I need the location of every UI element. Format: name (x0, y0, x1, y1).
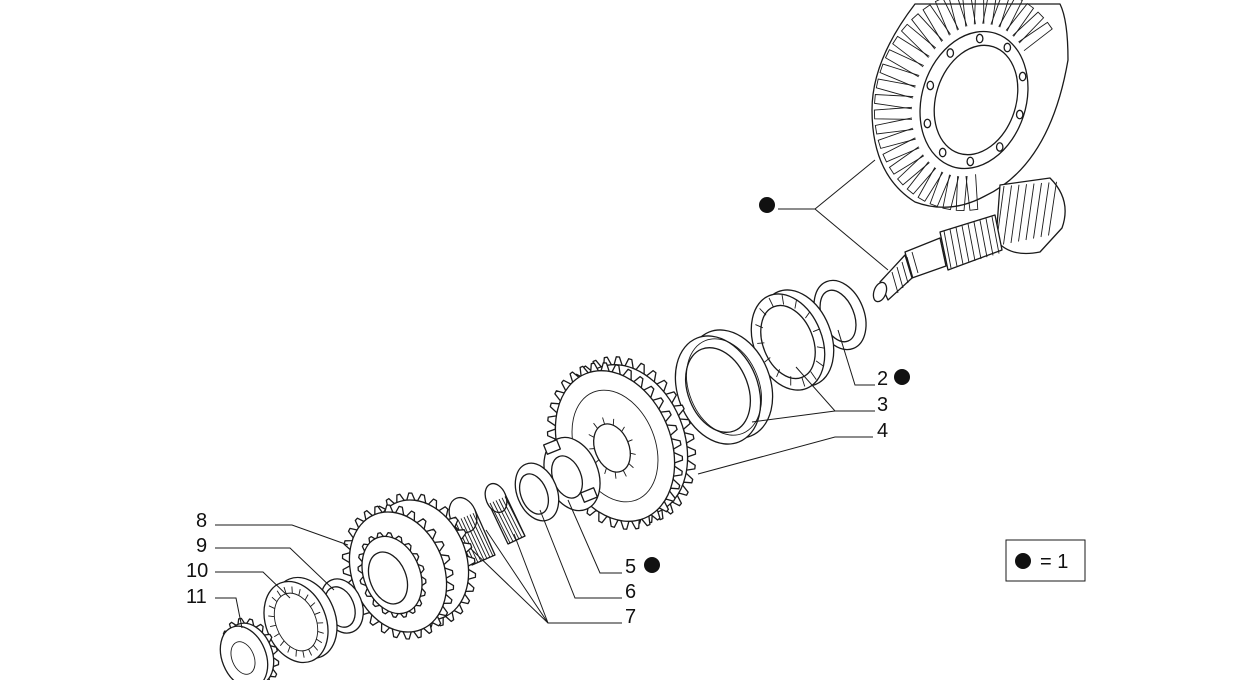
label-3: 3 (877, 394, 888, 416)
part-8-double-gear (341, 492, 477, 640)
label-2: 2 (877, 368, 888, 390)
pinion-shaft (872, 177, 1066, 303)
legend-dot (1015, 553, 1031, 569)
label-5: 5 (625, 556, 636, 578)
label-10: 10 (186, 560, 208, 582)
marker-dot-assembly (759, 197, 775, 213)
label-11: 11 (186, 586, 207, 608)
leader-lines (215, 159, 889, 629)
label-9: 9 (196, 535, 207, 557)
label-7: 7 (625, 606, 636, 628)
part-3-bearing-cup (674, 329, 774, 445)
marker-dot-2 (894, 369, 910, 385)
callouts: 2 3 4 5 6 7 8 9 10 11 (186, 197, 910, 628)
label-6: 6 (625, 581, 636, 603)
part-10-sleeve (263, 576, 338, 664)
crown-bevel-gear (871, 0, 1069, 212)
part-3-bearing-outer (750, 289, 835, 391)
label-8: 8 (196, 510, 207, 532)
label-4: 4 (877, 420, 888, 442)
marker-dot-5 (644, 557, 660, 573)
part-11-hub (219, 617, 280, 680)
legend-text: = 1 (1040, 551, 1068, 573)
legend-box: = 1 (1005, 539, 1086, 582)
